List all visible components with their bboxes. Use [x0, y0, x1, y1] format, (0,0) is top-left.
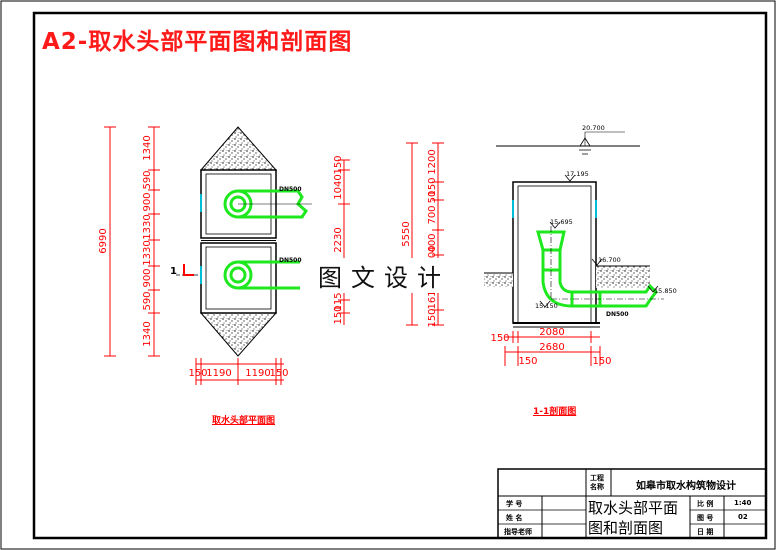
plan-dim-mid-5: 900	[142, 268, 153, 287]
tb-drawing-title-1: 取水头部平面	[588, 499, 679, 517]
section-dim-mid-4: 400	[427, 233, 438, 252]
section-view	[484, 131, 664, 328]
section-dim-mid-5: 100	[427, 245, 438, 264]
plan-dim-h-2: 1190	[245, 368, 270, 379]
section-dim-h-top-1: 2080	[539, 327, 564, 338]
ground-right	[596, 266, 650, 288]
elevation-0: 20.700	[582, 124, 605, 132]
watermark-text: 图文设计	[314, 258, 454, 293]
section-caption: 1-1剖面图	[533, 407, 577, 417]
plan-dim-right-0: 150	[333, 155, 344, 174]
plan-dim-right-2: 2230	[333, 227, 344, 252]
plan-dim-mid-0: 1340	[142, 135, 153, 160]
plan-lower-hatch	[199, 312, 278, 357]
plan-upper-hatch	[199, 126, 278, 171]
sheet-title: A2-取水头部平面图和剖面图	[42, 29, 353, 55]
plan-dim-overall: 6990	[98, 228, 109, 253]
plan-pipe-label-top: DN500	[279, 186, 302, 193]
section-intake-pipe	[536, 230, 658, 308]
plan-dim-right-1: 1040	[333, 174, 344, 199]
tb-drawing-title-2: 图和剖面图	[588, 519, 664, 537]
plan-dim-right-3: 115	[333, 292, 344, 311]
section-dimension-lines	[406, 142, 601, 366]
section-dim-mid-6: 161	[427, 290, 438, 309]
plan-lower-pipe	[223, 260, 300, 290]
tb-row-label-2: 指导老师	[504, 528, 532, 536]
section-dim-h-bottom-2: 150	[592, 356, 611, 367]
tb-date-label: 日 期	[697, 528, 714, 536]
section-dim-overall: 5550	[401, 221, 412, 246]
section-dim-mid-2: 50	[427, 191, 438, 204]
plan-dim-mid-2: 900	[142, 192, 153, 211]
tb-scale-value: 1:40	[734, 499, 752, 507]
section-cut-mark	[183, 264, 194, 276]
elevation-5: 15.150	[535, 302, 558, 310]
section-dim-mid-1: 150	[427, 177, 438, 196]
section-dim-h-bottom-1: 150	[518, 356, 537, 367]
ground-left	[484, 273, 513, 287]
tb-row-label-1: 姓 名	[506, 514, 523, 522]
plan-view	[176, 126, 312, 357]
tb-sheet-no-value: 02	[738, 513, 748, 521]
plan-caption: 取水头部平面图	[212, 416, 276, 426]
plan-dim-h-3: 150	[269, 368, 288, 379]
tb-row-label-0: 学 号	[506, 500, 523, 508]
plan-dim-mid-7: 1340	[142, 321, 153, 346]
plan-section-mark: 1	[170, 266, 177, 277]
plan-dim-mid-4: 1330	[142, 240, 153, 265]
tb-project-name: 如皋市取水构筑物设计	[636, 481, 736, 492]
plan-dim-mid-1: 590	[142, 170, 153, 189]
tb-scale-label: 比 例	[697, 500, 714, 508]
section-dim-mid-0: 1200	[427, 149, 438, 174]
inner-frame	[32, 11, 768, 540]
section-dim-mid-7: 150	[427, 308, 438, 327]
title-block	[497, 468, 767, 539]
elevation-2: 15.695	[550, 218, 573, 226]
section-pipe-label: DN500	[606, 311, 629, 318]
tb-project-label: 工程名称	[590, 474, 604, 491]
plan-dim-right-4: 150	[333, 305, 344, 324]
plan-dim-mid-3: 1330	[142, 214, 153, 239]
plan-lower-chamber	[200, 242, 277, 314]
tb-sheet-no-label: 图 号	[697, 514, 714, 522]
section-dim-h-bottom-0: 2680	[539, 342, 564, 353]
elevation-1: 17.195	[566, 170, 589, 178]
plan-dim-h-1: 1190	[206, 368, 231, 379]
plan-dim-h-0: 150	[188, 368, 207, 379]
plan-dimension-lines	[104, 126, 350, 385]
section-dim-h-top-0: 150	[490, 333, 509, 344]
elevation-4: 15.850	[654, 287, 677, 295]
elevation-3: 16.700	[598, 256, 621, 264]
section-dim-mid-3: 700	[427, 205, 438, 224]
plan-dim-mid-6: 590	[142, 291, 153, 310]
plan-pipe-label-bottom: DN500	[279, 257, 302, 264]
